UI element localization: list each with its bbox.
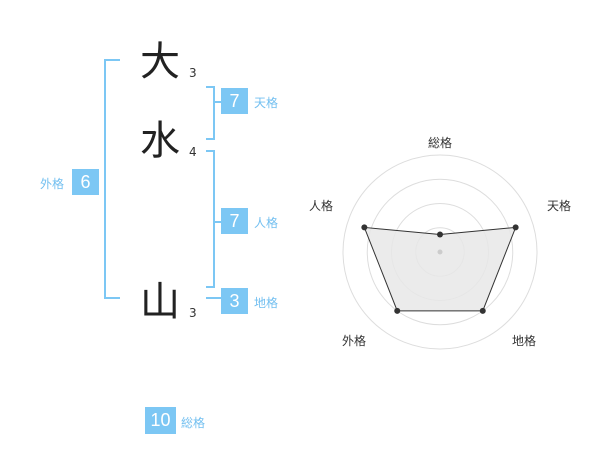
tenkaku-bracket-bottom (206, 138, 215, 140)
jinkaku-value: 7 (221, 208, 248, 234)
chikaku-value: 3 (221, 288, 248, 314)
jinkaku-bracket-vertical (213, 150, 215, 288)
chikaku-label: 地格 (254, 296, 279, 310)
radar-polygon (363, 226, 517, 312)
gaikaku-bracket-vertical (104, 59, 106, 299)
radar-axis-label-4: 外格 (342, 333, 366, 348)
soukaku-label: 総格 (181, 416, 206, 430)
gaikaku-bracket-top (104, 59, 120, 61)
radar-point-2 (512, 224, 519, 231)
jinkaku-bracket-top (206, 150, 215, 152)
radar-axis-label-5: 人格 (309, 198, 333, 213)
jinkaku-label: 人格 (254, 216, 279, 230)
radar-axis-label-1: 総格 (428, 135, 452, 150)
name-char-3-strokes: 3 (189, 306, 197, 320)
name-char-2-strokes: 4 (189, 145, 197, 159)
name-char-1-strokes: 3 (189, 66, 197, 80)
tenkaku-value: 7 (221, 88, 248, 114)
name-char-3: 山 (140, 279, 180, 325)
tenkaku-label: 天格 (254, 96, 279, 110)
jinkaku-bracket-bottom (206, 286, 215, 288)
tenkaku-bracket-top (206, 86, 215, 88)
radar-point-4 (394, 307, 401, 314)
tenkaku-connector (213, 101, 221, 103)
name-char-2: 水 (140, 118, 180, 164)
radar-ring (366, 178, 514, 326)
soukaku-value: 10 (145, 407, 176, 434)
name-char-1: 大 (140, 39, 180, 85)
radar-ring (342, 154, 538, 350)
chikaku-connector (206, 297, 221, 299)
gaikaku-value: 6 (72, 169, 99, 195)
radar-center-dot (437, 249, 443, 255)
gaikaku-bracket-bottom (104, 297, 120, 299)
jinkaku-connector (213, 221, 221, 223)
gaikaku-label: 外格 (40, 177, 65, 191)
radar-axis-label-3: 地格 (512, 333, 536, 348)
radar-point-1 (437, 231, 443, 238)
radar-point-3 (479, 307, 486, 314)
tenkaku-bracket-vertical (213, 86, 215, 140)
radar-axis-label-2: 天格 (547, 198, 571, 213)
radar-point-5 (361, 224, 368, 231)
